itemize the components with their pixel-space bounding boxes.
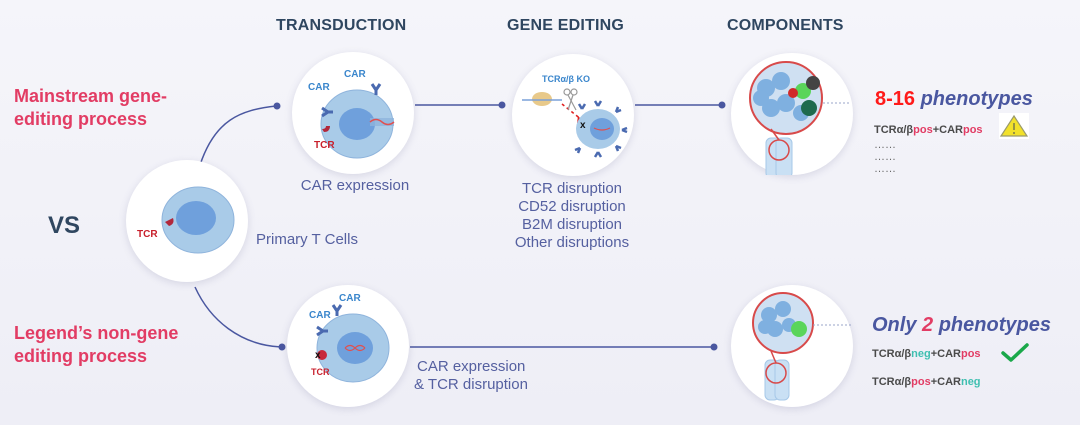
phenotype-count: 2 (922, 314, 934, 336)
legend-label-line1: Legend’s non-gene (14, 323, 179, 343)
car-label: CAR (308, 82, 330, 93)
phenotype-row: TCRα/βneg+CARpos (872, 348, 981, 360)
scissors-icon (563, 88, 578, 111)
dna-icon (344, 344, 366, 352)
header-transduction: TRANSDUCTION (276, 17, 407, 34)
caption-tcr-disruption: TCR disruption (521, 180, 623, 197)
car-receptor-icon (321, 106, 333, 118)
car-expression-tcr-disruption-caption: CAR expression & TCR disruption (414, 358, 528, 394)
knockout-x-icon: x (315, 350, 321, 361)
mainstream-label-line1: Mainstream gene- (14, 86, 168, 106)
checkmark-icon (1001, 343, 1029, 362)
gene-editing-circle: x TCRα/β KO (512, 54, 634, 176)
car-prefix: +CAR (930, 348, 961, 360)
tcr-receptor-icon (165, 218, 174, 226)
caption-b2m-disruption: B2M disruption (521, 216, 623, 233)
knockout-x-icon: x (580, 120, 586, 131)
phenotypes-word: phenotypes (938, 314, 1051, 336)
caption-cd52-disruption: CD52 disruption (518, 198, 626, 215)
mainstream-process-label: Mainstream gene- editing process (14, 85, 167, 131)
car-t-cell-icon: x (315, 304, 390, 383)
ellipsis-row: …… (874, 139, 896, 151)
dna-icon (369, 118, 395, 126)
car-t-cell-icon (320, 83, 395, 159)
legend-label-line2: editing process (14, 346, 148, 366)
node-dot (498, 101, 506, 109)
tcr-state: pos (913, 124, 933, 136)
phenotypes-title-bottom: Only 2 phenotypes (872, 314, 1051, 337)
primary-t-cells-caption: Primary T Cells (256, 231, 358, 248)
more-phenotypes-list: …… …… …… (874, 139, 896, 175)
phenotypes-title-top: 8-16 phenotypes (875, 88, 1033, 111)
car-prefix: +CAR (932, 124, 963, 136)
car-receptor-icon (370, 83, 382, 95)
transduction-cell-circle: CAR CAR TCR (292, 52, 414, 174)
tcr-receptor-icon (317, 350, 327, 360)
node-dot (710, 343, 718, 351)
branch-curve-top (199, 105, 277, 166)
gene-editing-captions: TCR disruption CD52 disruption B2M disru… (497, 180, 647, 252)
ellipsis-row: …… (874, 163, 896, 175)
legend-process-label: Legend’s non-gene editing process (14, 322, 178, 368)
header-components: COMPONENTS (727, 17, 844, 34)
branch-curve-bottom (194, 286, 282, 348)
tcr-prefix: TCRα/β (872, 376, 912, 388)
car-label: CAR (339, 293, 361, 304)
node-dot (718, 101, 726, 109)
tcr-state: pos (911, 376, 931, 388)
t-cell-icon (161, 186, 235, 254)
tcr-ko-label: TCRα/β KO (542, 74, 591, 84)
node-dot (273, 102, 281, 110)
non-gene-editing-cell-circle: x CAR CAR TCR (287, 285, 409, 407)
tcr-prefix: TCRα/β (874, 124, 914, 136)
car-state: neg (960, 376, 981, 388)
caption-other-disruptions: Other disruptions (514, 234, 630, 251)
gene-editing-icon: x (522, 88, 628, 158)
primary-t-cell-circle: TCR (126, 160, 248, 282)
caption-line2: & TCR disruption (414, 376, 528, 393)
tcr-label: TCR (314, 140, 335, 151)
phenotype-count: 8-16 (875, 88, 916, 110)
mainstream-label-line2: editing process (14, 109, 148, 129)
ellipsis-row: …… (874, 151, 896, 163)
vs-label: VS (48, 212, 81, 239)
tcr-prefix: TCRα/β (872, 348, 912, 360)
car-expression-caption: CAR expression (300, 177, 410, 194)
car-receptor-icon (316, 325, 328, 337)
node-dot (278, 343, 286, 351)
receptor-icons (574, 100, 628, 158)
tcr-label: TCR (311, 367, 330, 377)
car-receptor-icon (331, 304, 343, 316)
car-state: pos (960, 348, 981, 360)
tcr-label: TCR (137, 229, 158, 240)
car-state: pos (962, 124, 983, 136)
caption-line1: CAR expression (417, 358, 526, 375)
tcr-receptor-icon (322, 126, 330, 132)
phenotype-row: TCRα/βpos+CARpos (874, 124, 983, 136)
phenotypes-word: phenotypes (920, 88, 1033, 110)
cas9-icon (532, 92, 552, 106)
warning-icon (999, 113, 1029, 139)
car-prefix: +CAR (930, 376, 961, 388)
components-circle-top (731, 53, 853, 179)
only-word: Only (872, 314, 917, 336)
tcr-state: neg (911, 348, 931, 360)
cell-population-icon (752, 292, 851, 401)
phenotype-row: TCRα/βpos+CARneg (872, 376, 981, 388)
car-label: CAR (344, 69, 366, 80)
car-label: CAR (309, 310, 331, 321)
components-circle-bottom (731, 285, 853, 407)
header-gene-editing: GENE EDITING (507, 17, 625, 34)
cell-population-icon (749, 61, 851, 179)
